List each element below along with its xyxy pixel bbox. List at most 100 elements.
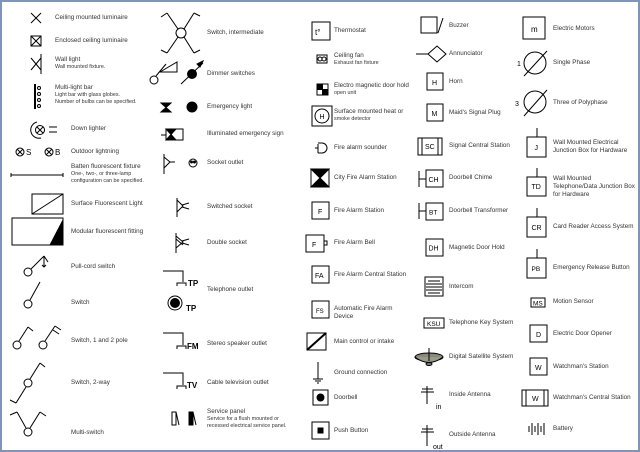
door-hold-magnetic-icon: DH	[425, 238, 444, 257]
label-down-lighter: Down lighter	[71, 125, 106, 132]
label-emergency-sign: Illuminated emergency sign	[207, 130, 284, 137]
label-annunciator: Annunciator	[449, 50, 483, 57]
label-satellite: Digital Satellite System	[449, 353, 514, 360]
down-lighter-icon	[30, 121, 57, 139]
label-multi-switch: Multi-switch	[71, 429, 104, 436]
label-stereo-outlet: Stereo speaker outlet	[207, 340, 267, 347]
label-signal-central: Signal Central Station	[449, 142, 510, 149]
card-reader-icon: CR	[526, 208, 547, 238]
code-h: H	[320, 114, 325, 121]
label-city-fire: City Fire Alarm Station	[334, 174, 397, 181]
socket-outlet-icon	[163, 154, 198, 174]
annunciator-icon	[416, 45, 447, 63]
enclosed-luminaire-icon	[30, 35, 42, 47]
ceiling-fan-icon	[316, 54, 328, 64]
label-polyphase: Three of Polyphase	[553, 99, 608, 106]
main-control-icon	[306, 332, 327, 351]
code-s: S	[26, 148, 31, 157]
code-3: 3	[515, 101, 519, 108]
push-button-icon	[311, 421, 330, 440]
code-1: 1	[517, 61, 521, 68]
label-surface-fluorescent: Surface Fluorescent Light	[71, 200, 143, 207]
illuminated-sign-icon	[161, 128, 184, 141]
code-cr: CR	[532, 225, 542, 232]
code-fs: FS	[316, 309, 324, 315]
dimmer-switch-icon	[149, 59, 205, 85]
cable-tv-outlet-icon: TV	[163, 372, 198, 390]
label-door-opener: Electric Door Opener	[553, 330, 612, 337]
label-pull-cord: Pull-cord switch	[71, 263, 116, 270]
label-doorbell: Doorbell	[334, 394, 358, 401]
service-panel-icon	[171, 411, 197, 426]
label-switch: Switch	[71, 299, 90, 306]
label-release-button: Emergency Release Button	[553, 264, 630, 271]
battery-icon	[528, 423, 545, 435]
code-f: F	[312, 242, 316, 249]
switched-socket-icon	[176, 198, 190, 217]
outside-antenna-icon: out	[421, 425, 443, 451]
label-socket-outlet: Socket outlet	[207, 159, 244, 166]
code-bt: BT	[429, 210, 437, 217]
watchman-central-icon: W	[521, 389, 549, 407]
code-b: B	[55, 148, 60, 157]
ground-icon	[313, 362, 323, 384]
label-doorbell-chime: Doorbell Chime	[449, 174, 493, 181]
release-button-icon: PB	[526, 249, 547, 279]
fire-alarm-sounder-icon	[315, 142, 328, 154]
label-maids-plug: Maid's Signal Plug	[449, 109, 501, 116]
code-sc: SC	[425, 144, 435, 151]
code-fm: FM	[187, 342, 199, 351]
label-fire-station: Fire Alarm Station	[334, 207, 385, 214]
label-switch-2way: Switch, 2-way	[71, 379, 110, 386]
label-battery: Battery	[553, 425, 573, 432]
telephone-junction-icon: TD	[526, 168, 547, 197]
junction-box-icon: J	[526, 128, 547, 158]
label-key-system: Telephone Key System	[449, 319, 514, 326]
fa-central-icon: FA	[311, 265, 330, 284]
code-j: J	[535, 145, 539, 152]
wall-light-icon	[30, 54, 42, 74]
label-buzzer: Buzzer	[449, 22, 469, 29]
door-opener-icon: D	[529, 324, 548, 343]
switch-intermediate-icon	[160, 12, 201, 54]
code-m: m	[531, 25, 538, 34]
label-switched-socket: Switched socket	[207, 203, 253, 210]
code-f: F	[318, 209, 322, 216]
label-outdoor-lighting: Outdoor lightning	[71, 148, 119, 155]
label-fa-central: Fire Alarm Central Station	[334, 271, 407, 278]
label-switch-intermediate: Switch, intermediate	[207, 29, 264, 36]
code-td: TD	[532, 184, 541, 191]
single-phase-icon: 1	[517, 50, 548, 77]
label-ceiling-luminaire: Ceiling mounted luminaire	[55, 14, 128, 21]
code-fa: FA	[315, 273, 324, 280]
buzzer-icon	[420, 16, 444, 34]
electric-motor-icon: m	[522, 16, 546, 40]
doorbell-transformer-icon: BT	[418, 202, 444, 221]
automatic-alarm-icon: FS	[311, 300, 330, 319]
multi-light-bar-icon	[34, 84, 41, 109]
code-tp: TP	[186, 304, 197, 313]
switch-icon	[23, 281, 41, 309]
label-intercom: Intercom	[449, 283, 474, 290]
code-dh: DH	[429, 246, 439, 253]
doorbell-icon	[312, 389, 329, 406]
label-switch-pole: Switch, 1 and 2 pole	[71, 337, 128, 344]
label-outside-antenna: Outside Antenna	[449, 431, 496, 438]
ceiling-luminaire-icon	[30, 12, 42, 24]
code-pb: PB	[532, 266, 541, 273]
code-w: W	[535, 365, 542, 372]
code-m: M	[432, 111, 438, 118]
code-ch: CH	[429, 177, 439, 184]
code-out: out	[433, 444, 443, 451]
fire-alarm-station-icon: F	[311, 201, 330, 220]
batten-fixture-icon	[10, 173, 64, 177]
label-fire-bell: Fire Alarm Bell	[334, 239, 375, 246]
satellite-dish-icon	[414, 348, 444, 366]
